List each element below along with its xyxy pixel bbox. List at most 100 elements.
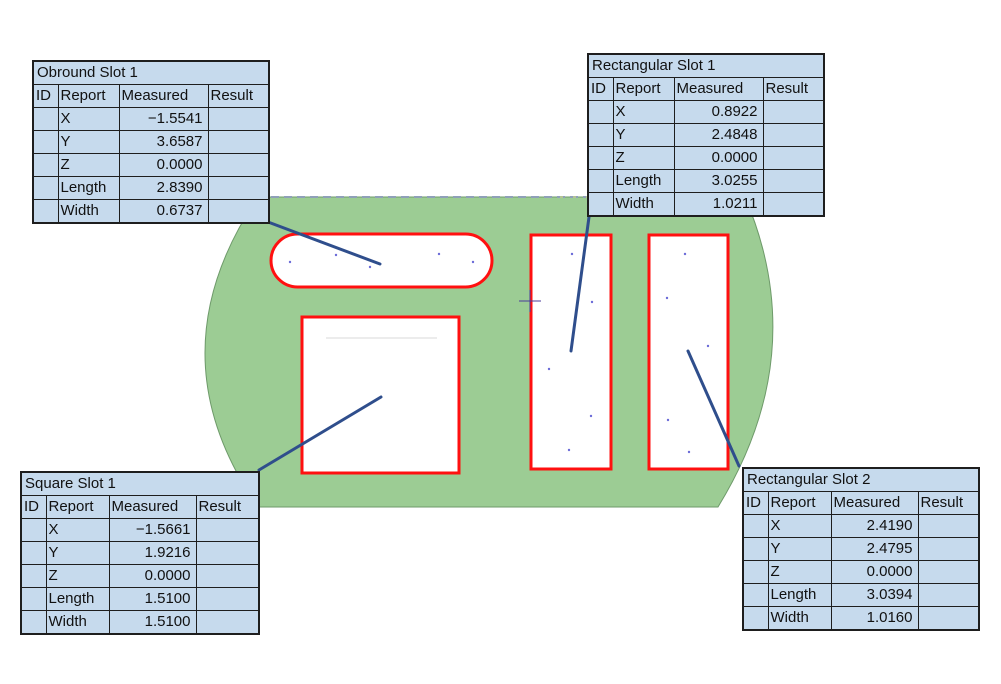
report-title: Rectangular Slot 1 [589,55,823,78]
column-header-result: Result [195,496,258,519]
cell-measured: 3.6587 [118,130,209,154]
column-header-report: Report [57,85,120,108]
table-row: Y 2.4795 [744,537,978,561]
report-table: ID Report Measured Result X −1.5661 Y 1.… [22,496,258,633]
obround-slot-1[interactable] [269,232,494,289]
table-row: Y 1.9216 [22,541,258,565]
column-header-id: ID [34,85,59,108]
cell-id [22,564,47,588]
column-header-measured: Measured [830,492,919,515]
table-row: X −1.5541 [34,107,268,131]
column-header-measured: Measured [673,78,764,101]
cell-report: Y [57,130,120,154]
table-header-row: ID Report Measured Result [22,496,258,519]
cell-report: Length [57,176,120,200]
leader-obround-slot-1 [266,220,382,266]
cell-measured: 1.5100 [108,587,197,611]
cell-report: Z [57,153,120,177]
cell-measured: 0.0000 [830,560,919,584]
column-header-result: Result [917,492,978,515]
cell-report: Width [57,199,120,222]
cell-id [744,514,769,538]
cell-measured: 3.0394 [830,583,919,607]
report-obround-slot-1[interactable]: Obround Slot 1 ID Report Measured Result… [32,60,270,224]
table-header-row: ID Report Measured Result [34,85,268,108]
column-header-id: ID [589,78,614,101]
leader-lines [257,215,741,472]
report-title: Obround Slot 1 [34,62,268,85]
measured-point [570,252,574,256]
cell-id [589,192,614,215]
measured-point [665,296,669,300]
table-row: X −1.5661 [22,518,258,542]
measured-point [437,252,441,256]
cell-id [744,606,769,629]
cell-result [195,541,258,565]
cell-result [762,100,823,124]
cell-measured: 2.8390 [118,176,209,200]
cell-id [22,518,47,542]
table-header-row: ID Report Measured Result [744,492,978,515]
column-header-report: Report [767,492,832,515]
measured-point [334,253,338,257]
cell-measured: 1.9216 [108,541,197,565]
measured-point [683,252,687,256]
report-square-slot-1[interactable]: Square Slot 1 ID Report Measured Result … [20,471,260,635]
cell-result [207,107,268,131]
measured-point [471,260,475,264]
table-row: Length 2.8390 [34,176,268,200]
column-header-id: ID [744,492,769,515]
cell-result [762,169,823,193]
cell-measured: −1.5661 [108,518,197,542]
cell-id [34,130,59,154]
measured-points [288,252,710,454]
cell-measured: 0.0000 [118,153,209,177]
cell-report: Length [45,587,110,611]
column-header-result: Result [762,78,823,101]
cell-report: Z [45,564,110,588]
cell-measured: 0.6737 [118,199,209,222]
cell-measured: 1.0160 [830,606,919,629]
cell-result [207,153,268,177]
report-title: Square Slot 1 [22,473,258,496]
cell-id [744,537,769,561]
table-row: Width 1.0211 [589,192,823,215]
table-row: Y 3.6587 [34,130,268,154]
cell-id [22,587,47,611]
cell-report: Width [45,610,110,633]
origin-crosshair-icon [519,290,541,312]
table-row: Width 0.6737 [34,199,268,222]
column-header-result: Result [207,85,268,108]
table-header-row: ID Report Measured Result [589,78,823,101]
cell-measured: 2.4190 [830,514,919,538]
table-row: X 2.4190 [744,514,978,538]
table-row: Z 0.0000 [34,153,268,177]
report-rectangular-slot-1[interactable]: Rectangular Slot 1 ID Report Measured Re… [587,53,825,217]
table-row: Z 0.0000 [589,146,823,170]
measured-point [666,418,670,422]
cell-result [207,176,268,200]
cell-id [34,107,59,131]
table-row: Z 0.0000 [22,564,258,588]
cell-measured: 1.0211 [673,192,764,215]
measured-point [368,265,372,269]
square-slot-1[interactable] [300,315,461,475]
column-header-report: Report [45,496,110,519]
cell-measured: 0.8922 [673,100,764,124]
cell-result [195,564,258,588]
measured-point [589,414,593,418]
cell-id [589,123,614,147]
cell-report: Z [612,146,675,170]
measured-point [706,344,710,348]
column-header-measured: Measured [118,85,209,108]
cell-id [744,583,769,607]
cell-report: Y [612,123,675,147]
report-table: ID Report Measured Result X 2.4190 Y 2.4… [744,492,978,629]
table-row: Y 2.4848 [589,123,823,147]
cell-report: X [612,100,675,124]
column-header-id: ID [22,496,47,519]
cell-result [917,560,978,584]
cell-measured: 3.0255 [673,169,764,193]
report-rectangular-slot-2[interactable]: Rectangular Slot 2 ID Report Measured Re… [742,467,980,631]
